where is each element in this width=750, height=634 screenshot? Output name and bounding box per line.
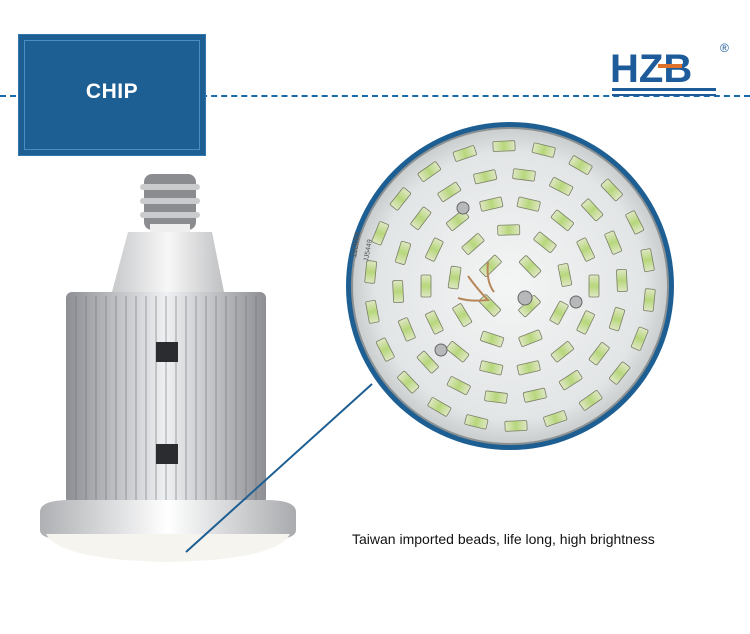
led-chip <box>375 337 395 362</box>
led-chip <box>581 198 604 222</box>
magnifier-pointer <box>185 383 373 553</box>
led-chip <box>533 231 557 253</box>
led-chip <box>518 329 543 347</box>
brand-logo: HZB ® <box>610 41 729 96</box>
brand-underline <box>612 88 716 91</box>
led-chip <box>600 178 623 202</box>
led-chip <box>588 274 600 298</box>
board-wires <box>457 261 495 302</box>
led-chip <box>427 397 452 417</box>
bulb-heatsink <box>66 292 266 504</box>
led-chip <box>579 390 603 411</box>
led-chip <box>512 168 536 182</box>
led-chip <box>452 303 473 327</box>
led-chip <box>549 300 569 325</box>
led-chip <box>616 268 628 293</box>
led-chip <box>365 299 380 324</box>
led-chip <box>558 370 583 391</box>
led-chip <box>452 145 477 162</box>
section-label-frame <box>24 40 200 150</box>
led-chip <box>371 221 390 246</box>
led-chip <box>550 341 574 363</box>
led-chip <box>576 310 595 335</box>
led-chip <box>410 206 432 230</box>
led-chip <box>549 177 574 196</box>
led-chip <box>497 224 521 236</box>
led-chip <box>417 161 441 182</box>
led-chip <box>576 237 595 262</box>
led-chip <box>504 420 528 432</box>
led-chip <box>550 209 574 231</box>
led-chip <box>568 155 593 175</box>
led-chip <box>557 263 573 287</box>
led-chip <box>397 317 416 342</box>
board-marking-2: JJ5449 <box>363 239 374 263</box>
led-chip <box>479 196 504 212</box>
led-chip <box>425 310 444 335</box>
led-chip <box>484 390 508 404</box>
product-caption: Taiwan imported beads, life long, high b… <box>352 531 655 547</box>
led-chip <box>397 370 420 394</box>
led-chip <box>447 265 462 290</box>
led-chip <box>364 260 378 284</box>
section-label-box: CHIP <box>18 34 206 156</box>
dashed-divider <box>0 95 750 97</box>
led-chip <box>420 274 432 298</box>
led-chip <box>394 240 412 265</box>
led-chip <box>446 376 471 395</box>
led-chip <box>392 279 404 304</box>
led-chip <box>461 233 485 255</box>
led-chip <box>640 248 655 273</box>
led-chip <box>464 414 489 430</box>
led-chip <box>473 169 498 185</box>
led-chip <box>480 330 505 348</box>
led-chip <box>625 210 645 235</box>
led-chip <box>609 361 631 385</box>
led-chip <box>437 181 462 202</box>
registered-mark: ® <box>720 41 729 55</box>
led-chip <box>516 196 541 212</box>
led-chip <box>531 142 556 158</box>
led-chip <box>446 341 470 363</box>
led-chip <box>604 230 623 255</box>
led-chip <box>389 187 411 211</box>
bulb-neck <box>112 232 224 292</box>
brand-name: HZB <box>610 47 692 91</box>
board-screws <box>434 201 583 357</box>
led-chip <box>608 307 626 332</box>
brand-accent-bar <box>658 64 682 68</box>
led-chip <box>492 140 516 152</box>
led-chip <box>522 387 547 403</box>
led-chip <box>479 360 504 376</box>
led-chip <box>425 237 444 262</box>
bulb-screw-base <box>140 174 200 234</box>
led-chip <box>588 342 610 366</box>
led-chips <box>364 140 656 432</box>
led-chip <box>543 410 568 427</box>
led-chip <box>519 255 542 278</box>
section-label: CHIP <box>85 80 139 103</box>
led-chip <box>516 360 541 376</box>
brand-underline-2 <box>612 94 716 96</box>
led-chip <box>630 326 649 351</box>
led-chip <box>642 288 656 312</box>
bulb-diffuser <box>40 500 296 562</box>
led-chip <box>416 350 439 374</box>
